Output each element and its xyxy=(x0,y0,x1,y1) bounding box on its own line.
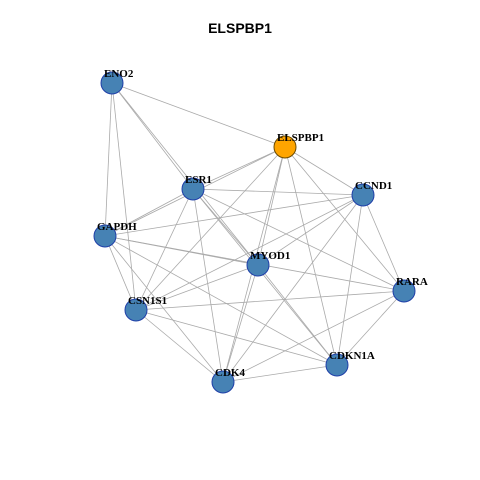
edge-myod1-cdk4 xyxy=(222,264,259,383)
edge-esr1-csn1s1 xyxy=(135,188,194,311)
edge-cdkn1a-cdk4 xyxy=(222,364,338,383)
node-circle xyxy=(273,135,297,159)
edge-ccnd1-cdkn1a xyxy=(336,194,364,366)
edge-rara-cdk4 xyxy=(222,290,405,383)
node-circle xyxy=(124,298,148,322)
edge-gapdh-cdk4 xyxy=(104,235,224,383)
edge-csn1s1-cdkn1a xyxy=(135,309,338,366)
edge-ccnd1-cdk4 xyxy=(222,194,364,383)
edge-eno2-csn1s1 xyxy=(111,82,137,311)
edge-esr1-ccnd1 xyxy=(192,188,364,196)
node-circle xyxy=(211,370,235,394)
edge-eno2-gapdh xyxy=(104,82,113,237)
node-label: ENO2 xyxy=(104,68,134,80)
edge-gapdh-cdkn1a xyxy=(104,235,338,366)
node-elspbp1: ELSPBP1 xyxy=(273,132,324,159)
node-label: RARA xyxy=(396,276,428,288)
edge-esr1-cdkn1a xyxy=(192,188,338,366)
edge-csn1s1-cdk4 xyxy=(135,309,224,383)
node-gapdh: GAPDH xyxy=(93,221,137,248)
node-esr1: ESR1 xyxy=(181,174,212,201)
edge-esr1-rara xyxy=(192,188,405,292)
edge-esr1-gapdh xyxy=(104,188,194,237)
edge-elspbp1-rara xyxy=(284,146,405,292)
edge-myod1-cdkn1a xyxy=(257,264,338,366)
node-label: GAPDH xyxy=(97,221,137,233)
edge-rara-cdkn1a xyxy=(336,290,405,366)
node-cdk4: CDK4 xyxy=(211,367,245,394)
edge-ccnd1-myod1 xyxy=(257,194,364,266)
node-circle xyxy=(246,253,270,277)
diagram-title: ELSPBP1 xyxy=(208,20,272,36)
node-rara: RARA xyxy=(392,276,428,303)
edge-ccnd1-gapdh xyxy=(104,194,364,237)
node-ccnd1: CCND1 xyxy=(351,180,392,207)
edge-elspbp1-ccnd1 xyxy=(284,146,364,196)
node-circle xyxy=(93,224,117,248)
node-label: CDKN1A xyxy=(329,350,375,362)
node-label: CSN1S1 xyxy=(128,295,167,307)
node-csn1s1: CSN1S1 xyxy=(124,295,167,322)
node-myod1: MYOD1 xyxy=(246,250,290,277)
node-circle xyxy=(325,353,349,377)
node-circle xyxy=(351,183,375,207)
node-label: CDK4 xyxy=(215,367,245,379)
edge-elspbp1-csn1s1 xyxy=(135,146,286,311)
node-circle xyxy=(181,177,205,201)
node-label: CCND1 xyxy=(355,180,392,192)
edge-eno2-esr1 xyxy=(111,82,194,190)
node-label: MYOD1 xyxy=(250,250,290,262)
edge-myod1-csn1s1 xyxy=(135,264,259,311)
node-cdkn1a: CDKN1A xyxy=(325,350,375,377)
node-label: ELSPBP1 xyxy=(277,132,324,144)
edge-elspbp1-myod1 xyxy=(257,146,286,266)
edge-eno2-elspbp1 xyxy=(111,82,286,148)
node-eno2: ENO2 xyxy=(100,68,134,95)
edge-elspbp1-esr1 xyxy=(192,146,286,190)
edge-gapdh-csn1s1 xyxy=(104,235,137,311)
edge-rara-csn1s1 xyxy=(135,290,405,311)
edge-eno2-myod1 xyxy=(111,82,259,266)
edge-ccnd1-csn1s1 xyxy=(135,194,364,311)
edge-ccnd1-rara xyxy=(362,194,405,292)
node-label: ESR1 xyxy=(185,174,212,186)
edge-layer xyxy=(104,82,405,383)
node-circle xyxy=(100,71,124,95)
node-circle xyxy=(392,279,416,303)
